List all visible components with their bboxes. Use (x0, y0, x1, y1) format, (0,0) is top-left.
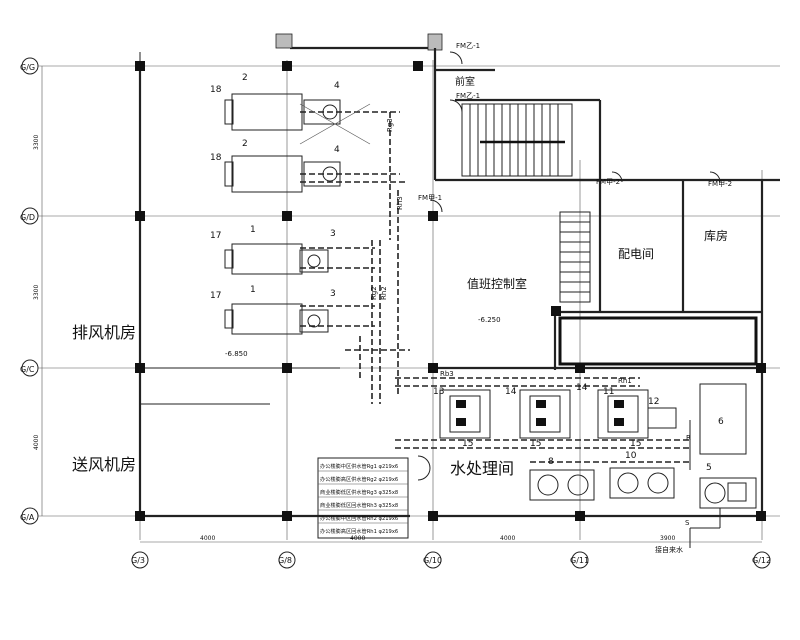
tag-13: 13 (433, 387, 444, 397)
tag-11: 11 (603, 387, 614, 397)
s-mark: S (685, 519, 690, 527)
tag-15a: 15 (462, 439, 473, 449)
room-control: 值班控制室 (467, 276, 527, 291)
dim-left-1: 3300 (33, 285, 40, 300)
water-treatment-equipment (395, 377, 757, 548)
dim-top-1: 4000 (350, 535, 365, 542)
tag-8: 8 (548, 457, 554, 467)
tag-17a: 17 (210, 231, 221, 241)
door-tag-0: FM乙-1 (456, 42, 480, 50)
stairs (461, 103, 591, 303)
tag-10: 10 (625, 451, 637, 461)
tag-5: 5 (706, 463, 712, 473)
tag-12: 12 (648, 397, 659, 407)
legend-0: 办公楼膨中区供水管Rg1 φ219x6 (320, 462, 398, 470)
grid-lines (38, 60, 780, 543)
tag-15b: 15 (530, 439, 541, 449)
doors (417, 51, 721, 481)
axis-col-4: G/12 (752, 556, 771, 565)
legend-5: 办公楼膨高区回水管Rh1 φ219x6 (320, 527, 398, 535)
axis-col-0: G/3 (131, 556, 145, 565)
tag-3b: 3 (330, 289, 336, 299)
axis-row-3: G/A (20, 513, 35, 522)
dim-left-2: 4000 (33, 435, 40, 450)
room-front: 前室 (455, 75, 475, 88)
room-supply: 送风机房 (72, 455, 136, 474)
tag-17b: 17 (210, 291, 221, 301)
door-tag-3: FM甲-2 (596, 178, 620, 186)
legend-4: 办公楼膨中区回水管Rh2 φ219x6 (320, 514, 398, 522)
axis-col-2: G/10 (423, 556, 442, 565)
pipe-rg3: Rg3 (386, 118, 394, 132)
tag-4a: 4 (334, 81, 340, 91)
room-exhaust: 排风机房 (72, 323, 136, 342)
elevation-0: -6.850 (225, 350, 248, 358)
dim-top-2: 4000 (500, 535, 515, 542)
legend-box (317, 457, 409, 539)
tag-15c: 15 (630, 439, 641, 449)
dim-left-0: 3300 (33, 135, 40, 150)
tag-18b: 18 (210, 153, 222, 163)
grid-bubbles (21, 57, 771, 569)
door-tag-4: FM甲-2 (708, 180, 732, 188)
pipe-rh2: Rh2 (380, 286, 388, 300)
room-store: 库房 (704, 228, 728, 243)
axis-col-3: G/11 (570, 556, 589, 565)
pipe-rb3: Rb3 (440, 370, 454, 378)
tag-4b: 4 (334, 145, 340, 155)
labels: 排风机房 送风机房 水处理间 值班控制室 配电间 库房 前室 G/G G/D G… (20, 42, 771, 565)
outlet-note: 接自来水 (655, 545, 683, 554)
pipe-rh1: Rh1 (618, 377, 632, 385)
pipe-rg2: Rg2 (370, 286, 378, 300)
walls (138, 33, 780, 518)
dim-top-3: 3900 (660, 535, 675, 542)
exhaust-fan-units (224, 93, 405, 240)
pipe-rh3: Rh3 (396, 196, 404, 210)
legend-3: 商业楼膨低区回水管Rh3 φ325x8 (320, 501, 398, 509)
room-water: 水处理间 (450, 459, 514, 478)
structural-columns (135, 61, 766, 521)
tag-6: 6 (718, 417, 724, 427)
dim-top-0: 4000 (200, 535, 215, 542)
legend-1: 办公楼膨高区供水管Rg2 φ219x6 (320, 475, 398, 483)
tag-3a: 3 (330, 229, 336, 239)
tag-1b: 1 (250, 285, 256, 295)
legend-2: 商业楼膨低区供水管Rg3 φ325x8 (320, 488, 398, 496)
door-tag-1: FM乙-1 (456, 92, 480, 100)
pipe-r: R (686, 434, 691, 442)
tag-2a: 2 (242, 73, 248, 83)
tag-14b: 14 (576, 383, 588, 393)
axis-col-1: G/8 (278, 556, 292, 565)
tag-1a: 1 (250, 225, 256, 235)
axis-row-0: G/G (20, 63, 35, 72)
door-tag-2: FM甲-1 (418, 194, 442, 202)
elevation-1: -6.250 (478, 316, 501, 324)
tag-2b: 2 (242, 139, 248, 149)
tag-14a: 14 (505, 387, 517, 397)
axis-row-2: G/C (20, 365, 35, 374)
supply-fan-units (224, 190, 410, 404)
tag-18a: 18 (210, 85, 222, 95)
axis-row-1: G/D (20, 213, 35, 222)
room-power: 配电间 (618, 247, 654, 261)
